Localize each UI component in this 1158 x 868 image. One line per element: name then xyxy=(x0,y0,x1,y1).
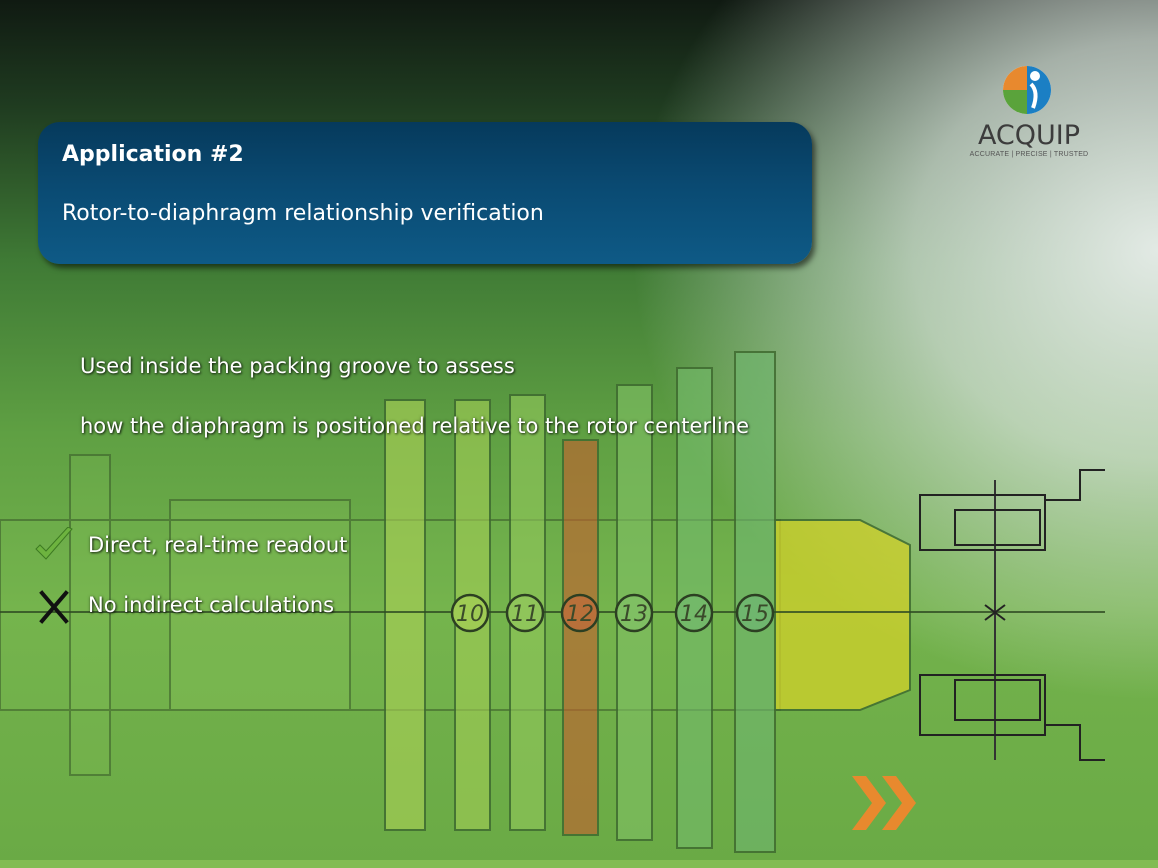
body-text-line: how the diaphragm is positioned relative… xyxy=(80,414,749,438)
stage-label: 11 xyxy=(511,602,539,627)
feature-text: No indirect calculations xyxy=(88,593,335,617)
company-logo: ACQUIP ACCURATE | PRECISE | TRUSTED xyxy=(955,62,1100,166)
checkmark-icon xyxy=(35,527,73,560)
slide-title: Application #2 xyxy=(62,142,244,167)
body-text-line: Used inside the packing groove to assess xyxy=(80,354,515,378)
double-chevron-right-icon[interactable] xyxy=(850,772,922,834)
stage-label: 14 xyxy=(680,602,708,627)
logo-tagline: ACCURATE | PRECISE | TRUSTED xyxy=(969,151,1089,158)
stage-label: 10 xyxy=(456,602,484,627)
slide-subtitle: Rotor-to-diaphragm relationship verifica… xyxy=(62,201,544,226)
stage-label: 13 xyxy=(620,602,648,627)
x-mark-icon xyxy=(39,590,69,624)
logo-wordmark: ACQUIP xyxy=(977,120,1081,151)
feature-text: Direct, real-time readout xyxy=(88,533,348,557)
stage-label: 12 xyxy=(566,602,594,627)
title-banner: Application #2 Rotor-to-diaphragm relati… xyxy=(38,122,812,264)
stage-label: 15 xyxy=(741,602,769,627)
logo-mark-icon xyxy=(1003,66,1051,114)
